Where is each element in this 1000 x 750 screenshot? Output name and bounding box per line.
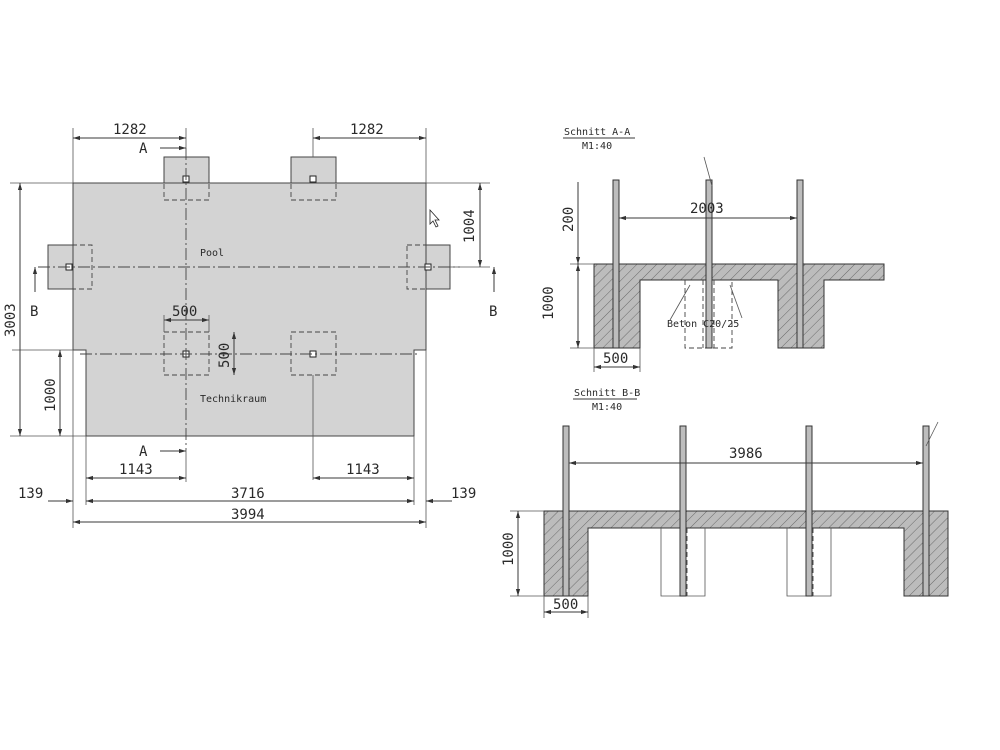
- section-aa-slab: [593, 263, 885, 349]
- dim-top-right: 1282: [350, 122, 384, 138]
- section-aa-title: Schnitt A-A: [564, 127, 630, 138]
- dim-height-bb: 1000: [501, 532, 517, 566]
- post-marker: [309, 175, 317, 183]
- dim-span-bb: 3986: [729, 446, 763, 462]
- post-1: [562, 425, 570, 597]
- section-aa-scale: M1:40: [582, 141, 612, 152]
- dim-top-left: 1282: [113, 122, 147, 138]
- dim-post-width: 500: [172, 304, 197, 320]
- post-left: [612, 179, 620, 349]
- section-mark-a-bottom: A: [139, 444, 148, 460]
- dim-bottom-left: 1143: [119, 462, 153, 478]
- cursor-icon: [429, 208, 440, 228]
- section-a-a: Schnitt A-A M1:40 2003 200 1000 Beton C2…: [541, 127, 885, 372]
- dim-left-total: 3003: [3, 303, 19, 337]
- footing-top-left: [163, 156, 210, 201]
- section-mark-b-right: B: [489, 304, 497, 320]
- dim-height-lower: 1000: [541, 286, 557, 320]
- dim-height-upper: 200: [561, 207, 577, 232]
- dim-overall: 3994: [231, 507, 265, 523]
- post-3: [805, 425, 813, 597]
- dim-post-height: 500: [217, 343, 233, 368]
- footing-top-right: [290, 156, 337, 201]
- post-right: [796, 179, 804, 349]
- dim-right-upper: 1004: [462, 209, 478, 243]
- section-bb-scale: M1:40: [592, 402, 622, 413]
- leader-line: [729, 284, 743, 319]
- label-concrete: Beton C20/25: [667, 319, 739, 330]
- section-b-b: Schnitt B-B M1:40 3986 1000 500: [501, 388, 949, 618]
- dim-middle: 3716: [231, 486, 265, 502]
- dim-span-aa: 2003: [690, 201, 724, 217]
- floor-plan: A A B B 1282 1282 1004 3003 1000: [3, 122, 497, 528]
- dim-edge-left: 139: [18, 486, 43, 502]
- post-2: [679, 425, 687, 597]
- dim-foot-aa: 500: [603, 351, 628, 367]
- label-technikraum: Technikraum: [200, 394, 266, 405]
- section-mark-b-left: B: [30, 304, 38, 320]
- section-mark-a-top: A: [139, 141, 148, 157]
- leader-line: [669, 284, 691, 321]
- section-bb-title: Schnitt B-B: [574, 388, 640, 399]
- section-bb-slab: [543, 510, 949, 597]
- post-middle: [705, 179, 713, 349]
- post-4: [922, 425, 930, 597]
- label-pool: Pool: [200, 248, 224, 259]
- dim-foot-bb: 500: [553, 597, 578, 613]
- dim-edge-right: 139: [451, 486, 476, 502]
- leader-line: [925, 421, 939, 447]
- dim-left-lower: 1000: [43, 378, 59, 412]
- footing-mid-right: [290, 331, 337, 376]
- footing-mid-left: [163, 331, 210, 376]
- dim-bottom-right: 1143: [346, 462, 380, 478]
- leader-line: [703, 156, 713, 187]
